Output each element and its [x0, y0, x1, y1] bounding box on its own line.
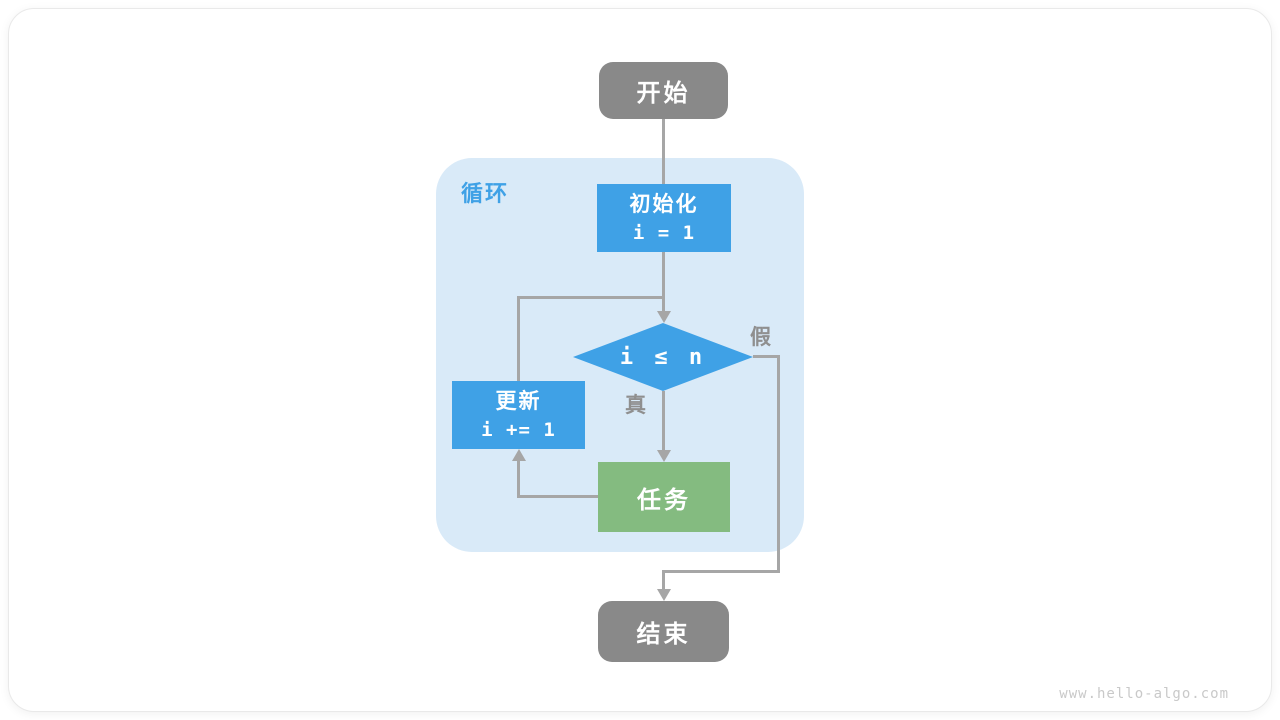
edge-false-horizontal: [662, 570, 780, 573]
watermark-text: www.hello-algo.com: [1059, 686, 1229, 702]
end-node: 结束: [598, 601, 729, 662]
task-node: 任务: [598, 462, 730, 532]
edge-condition-to-task: [662, 391, 665, 450]
start-node: 开始: [599, 62, 728, 119]
edge-loopback-vertical: [517, 296, 520, 382]
diagram-card: 循环 开始 初始化 i = 1 i ≤ n 假 真 更新 i += 1 任务 结…: [8, 8, 1272, 712]
edge-task-to-update-horizontal: [517, 495, 600, 498]
true-branch-label: 真: [625, 394, 646, 417]
edge-init-to-condition: [662, 252, 665, 312]
edge-start-to-init: [662, 119, 665, 184]
update-node-title: 更新: [495, 390, 542, 414]
edge-false-out-of-condition: [753, 355, 780, 358]
loop-region-label: 循环: [461, 181, 510, 206]
edge-false-vertical: [777, 355, 780, 573]
edge-false-to-end: [662, 570, 665, 590]
false-branch-label: 假: [750, 326, 771, 349]
edge-loopback-horizontal: [517, 296, 665, 299]
task-node-label: 任务: [637, 486, 691, 514]
init-node: 初始化 i = 1: [597, 184, 731, 252]
end-node-label: 结束: [636, 621, 691, 648]
arrowhead-into-task: [657, 450, 671, 462]
arrowhead-into-end: [657, 589, 671, 601]
init-node-code: i = 1: [632, 221, 696, 244]
update-node: 更新 i += 1: [452, 381, 585, 449]
init-node-title: 初始化: [629, 193, 699, 217]
condition-label: i ≤ n: [619, 344, 707, 370]
start-node-label: 开始: [636, 80, 691, 107]
arrowhead-into-update: [512, 449, 526, 461]
edge-task-to-update-vertical: [517, 461, 520, 498]
arrowhead-into-condition: [657, 311, 671, 323]
update-node-code: i += 1: [481, 418, 556, 441]
